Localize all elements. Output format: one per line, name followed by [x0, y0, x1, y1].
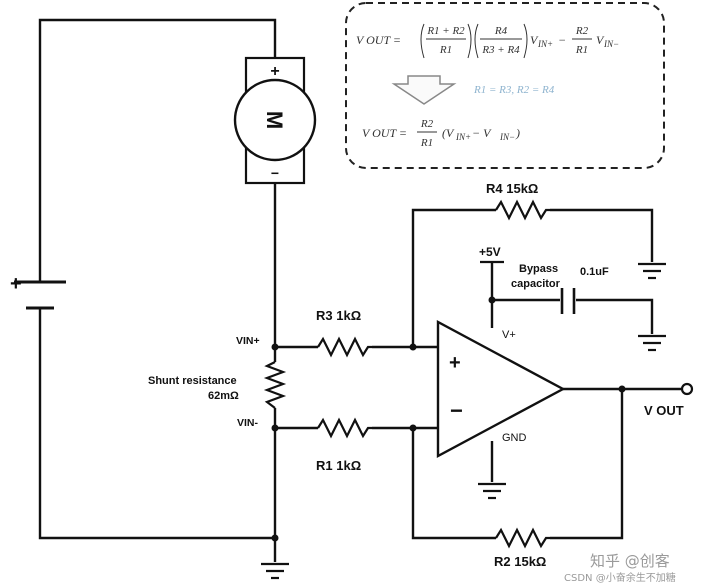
r3-resistor-icon	[317, 336, 372, 358]
r3-label: R3 1kΩ	[316, 308, 361, 323]
eq2-rhs: (V	[442, 126, 455, 140]
eq1-paren	[523, 23, 528, 59]
vout-label: V OUT	[644, 403, 684, 418]
capacitor-value-label: 0.1uF	[580, 266, 609, 278]
motor-plus: +	[270, 63, 279, 80]
junction-dot	[271, 534, 279, 542]
bypass-label-line2: capacitor	[511, 278, 561, 290]
r4-resistor-icon	[495, 199, 550, 221]
opamp-minus-input: −	[450, 398, 463, 423]
wire-r4-right	[550, 208, 654, 262]
eq1-minus: −	[558, 33, 566, 47]
eq1-frac2-num: R4	[494, 25, 508, 37]
wire-r2-left	[411, 428, 496, 540]
down-arrow-icon	[391, 75, 457, 105]
eq2-rhs-sub1: IN+	[455, 132, 471, 142]
r1-resistor-icon	[317, 417, 372, 439]
eq1-vin-plus: V	[530, 33, 539, 47]
wires	[38, 18, 682, 562]
opamp-plus-input: +	[449, 352, 461, 374]
gnd-pin-label: GND	[502, 432, 527, 444]
opamp-triangle	[436, 319, 566, 459]
eq1-paren	[474, 23, 479, 59]
bypass-label-line1: Bypass	[519, 263, 558, 275]
ground-icon	[478, 482, 506, 500]
junction-dot	[409, 424, 417, 432]
junction-dot	[271, 424, 279, 432]
eq1-frac2-den: R3 + R4	[481, 44, 520, 56]
formula-box: V OUT = R1 + R2 R1 R4 R3 + R4 V IN+ − R2…	[345, 2, 665, 169]
ground-icon	[638, 334, 666, 352]
junction-dot	[271, 343, 279, 351]
motor-icon: M + −	[233, 56, 317, 185]
watermark-logo-text: 知乎 @创客	[590, 552, 670, 570]
r2-resistor-icon	[495, 527, 550, 549]
formula-box-border	[345, 2, 665, 169]
eq2-rhs-sub2: IN−	[499, 132, 515, 142]
eq1-frac3-num: R2	[575, 25, 589, 37]
junction-dots	[271, 296, 626, 542]
condition-text: R1 = R3, R2 = R4	[473, 84, 555, 96]
eq2-rhs-end: )	[515, 126, 520, 140]
motor-symbol: M	[262, 111, 287, 129]
ground-icon	[261, 562, 289, 580]
r2-label: R2 15kΩ	[494, 554, 546, 569]
output-terminal-icon	[680, 382, 694, 396]
wire-r2-right	[550, 389, 624, 540]
eq2-frac-den: R1	[420, 137, 433, 149]
eq1-vin-minus-sub: IN−	[603, 39, 619, 49]
wire-r4-left	[411, 208, 496, 347]
vplus-pin-label: V+	[502, 329, 516, 341]
eq1-paren	[467, 23, 472, 59]
eq2-lhs: V OUT =	[362, 126, 407, 140]
motor-minus: −	[271, 165, 279, 181]
shunt-label-line1: Shunt resistance	[148, 375, 237, 387]
motor-circle	[233, 78, 317, 162]
junction-dot	[618, 385, 626, 393]
battery-icon: +	[10, 273, 66, 310]
junction-dot	[488, 296, 496, 304]
vin-minus-label: VIN-	[237, 417, 259, 429]
wire-bypass-right	[576, 298, 654, 334]
r1-label: R1 1kΩ	[316, 458, 361, 473]
r4-label: R4 15kΩ	[486, 181, 538, 196]
eq1-vin-minus: V	[596, 33, 605, 47]
shunt-label-line2: 62mΩ	[208, 390, 239, 402]
wire-battery-top	[38, 18, 277, 282]
eq1-vin-plus-sub: IN+	[537, 39, 553, 49]
eq1-frac1-num: R1 + R2	[426, 25, 465, 37]
eq2-frac-num: R2	[420, 118, 434, 130]
eq1-frac3-den: R1	[575, 44, 588, 56]
eq1-frac1-den: R1	[439, 44, 452, 56]
eq1-lhs: V OUT =	[356, 33, 401, 47]
shunt-resistor-icon	[263, 361, 287, 409]
battery-plus: +	[10, 273, 22, 295]
supply-label: +5V	[479, 245, 501, 259]
junction-dot	[409, 343, 417, 351]
eq1-paren	[420, 23, 425, 59]
ground-icon	[638, 262, 666, 280]
opamp-icon: + −	[436, 319, 566, 459]
wire-battery-bottom	[38, 308, 275, 540]
eq2-rhs-mid: − V	[472, 126, 492, 140]
watermark-credit: CSDN @小奋余生不加糖	[564, 571, 676, 584]
vin-plus-label: VIN+	[236, 335, 260, 347]
capacitor-icon	[560, 288, 576, 314]
